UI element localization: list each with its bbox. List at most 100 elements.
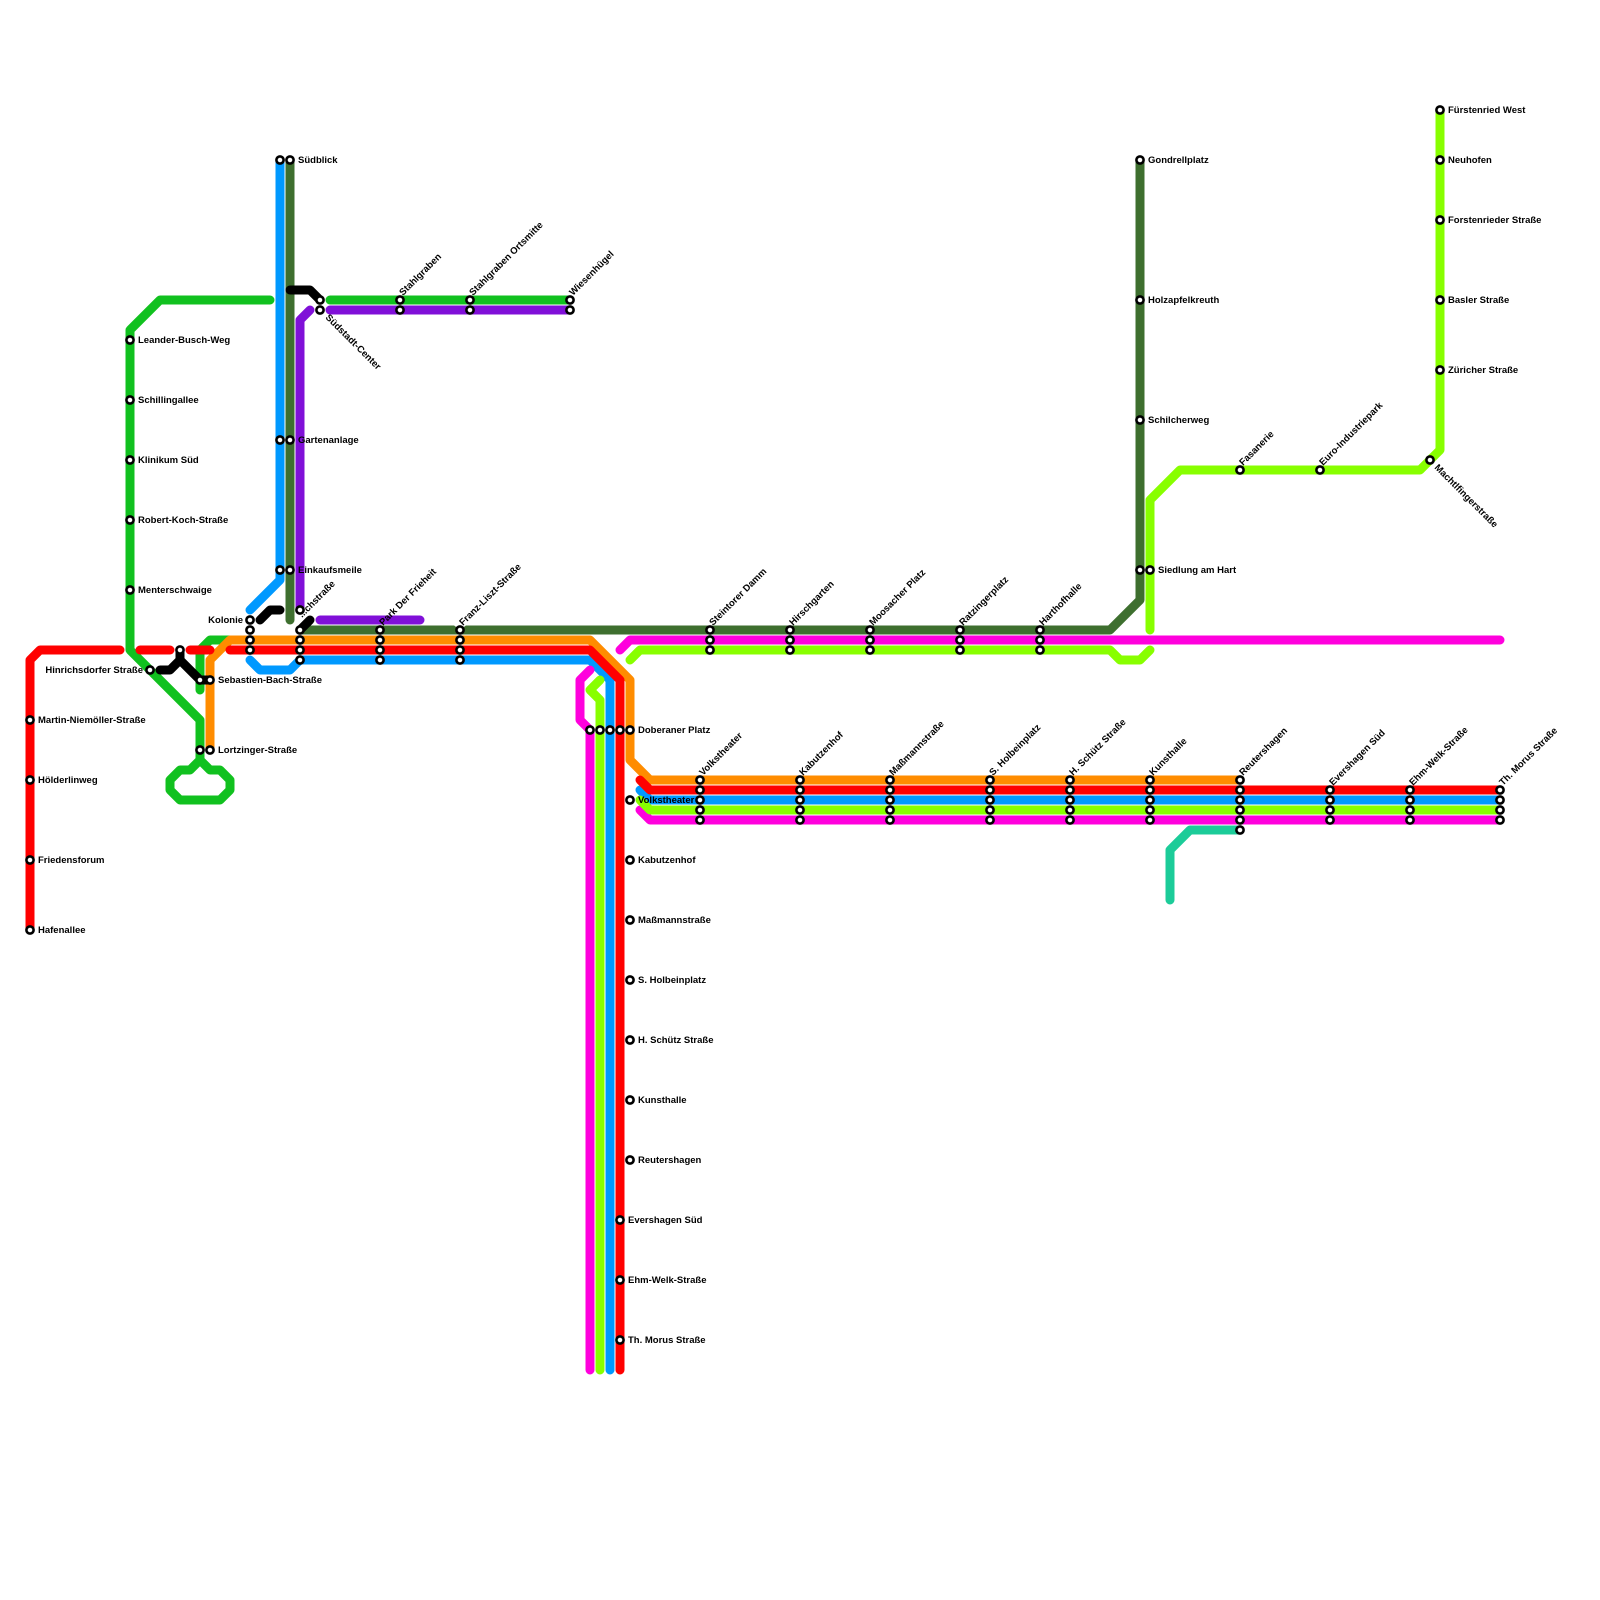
label-th-morus-straße: Th. Morus Straße (628, 1335, 706, 1346)
station-reutershagen (1235, 825, 1245, 835)
label-einkaufsmeile: Einkaufsmeile (298, 565, 362, 576)
station-menterschwaige (125, 585, 135, 595)
station-volkstheater (625, 795, 635, 805)
label-maßmannstraße: Maßmannstraße (638, 915, 711, 926)
station-basler-straße (1435, 295, 1445, 305)
station-doberaner-platz (605, 725, 615, 735)
station-evershagen-süd (1325, 785, 1335, 795)
label-südblick: Südblick (298, 155, 338, 166)
station-ratzingerplatz (955, 625, 965, 635)
station-chstraße (295, 635, 305, 645)
station-leander-busch-weg (125, 335, 135, 345)
station-kabutzenhof (795, 805, 805, 815)
line-magenta-main (615, 635, 1505, 655)
line-teal (1165, 825, 1245, 905)
station-südstadt-center (315, 305, 325, 315)
station-hafenallee (25, 925, 35, 935)
station-s-holbeinplatz (985, 785, 995, 795)
station-maßmannstraße (885, 775, 895, 785)
station-stahlgraben (395, 295, 405, 305)
label-hinrichsdorfer-straße: Hinrichsdorfer Straße (45, 665, 143, 676)
label-sebastien-bach-straße: Sebastien-Bach-Straße (218, 675, 322, 686)
station-hirschgarten (785, 645, 795, 655)
station-neuhofen (1435, 155, 1445, 165)
station-kabutzenhof (625, 855, 635, 865)
station-hinrichsdorfer-straße (145, 665, 155, 675)
label-neuhofen: Neuhofen (1448, 155, 1492, 166)
station-reutershagen (1235, 795, 1245, 805)
route-lines (25, 105, 1505, 1375)
station-maßmannstraße (885, 805, 895, 815)
station-züricher-straße (1435, 365, 1445, 375)
line-lime-branch (1145, 105, 1445, 635)
station-stahlgraben-ortsmitte (465, 295, 475, 305)
station-volkstheater (695, 815, 705, 825)
station-gartenanlage (275, 435, 285, 445)
station-th-morus-straße (1495, 795, 1505, 805)
station-ehm-welk-straße (1405, 795, 1415, 805)
station-chstraße (295, 655, 305, 665)
station-park-der-frieheit (375, 655, 385, 665)
station-volkstheater (695, 775, 705, 785)
station-siedlung-am-hart (1135, 565, 1145, 575)
label-schilcherweg: Schilcherweg (1148, 415, 1209, 426)
line-black-kolonie (255, 605, 285, 625)
label-leander-busch-weg: Leander-Busch-Weg (138, 335, 230, 346)
station-reutershagen (1235, 775, 1245, 785)
station-lortzinger-straße (195, 745, 205, 755)
station-südblick (275, 155, 285, 165)
station-reutershagen (1235, 805, 1245, 815)
station-h-schütz-straße (1065, 815, 1075, 825)
station-doberaner-platz (615, 725, 625, 735)
line-lime-east (635, 795, 1505, 815)
station-ehm-welk-straße (1405, 785, 1415, 795)
station-h-schütz-straße (1065, 805, 1075, 815)
station-kunsthalle (1145, 815, 1155, 825)
station-gondrellplatz (1135, 155, 1145, 165)
label-schillingallee: Schillingallee (138, 395, 199, 406)
station-schillingallee (125, 395, 135, 405)
label-fürstenried-west: Fürstenried West (1448, 105, 1526, 116)
station-doberaner-platz (595, 725, 605, 735)
station-ehm-welk-straße (615, 1275, 625, 1285)
line-green-north (125, 295, 275, 765)
station-th-morus-straße (615, 1335, 625, 1345)
label-lortzinger-straße: Lortzinger-Straße (218, 745, 297, 756)
station-fürstenried-west (1435, 105, 1445, 115)
station-stahlgraben-ortsmitte (465, 305, 475, 315)
station-chstraße (295, 625, 305, 635)
station-holzapfelkreuth (1135, 295, 1145, 305)
station-park-der-frieheit (375, 645, 385, 655)
label-doberaner-platz: Doberaner Platz (638, 725, 711, 736)
station-moosacher-platz (865, 625, 875, 635)
station-h-schütz-straße (625, 1035, 635, 1045)
station-schilcherweg (1135, 415, 1145, 425)
station-kabutzenhof (795, 785, 805, 795)
station-kabutzenhof (795, 795, 805, 805)
station-kabutzenhof (795, 775, 805, 785)
station-h-schütz-straße (1065, 785, 1075, 795)
label-züricher-straße: Züricher Straße (1448, 365, 1518, 376)
station-maßmannstraße (885, 785, 895, 795)
station-maßmannstraße (885, 815, 895, 825)
line-magenta-east (635, 805, 1505, 825)
station-harthofhalle (1035, 645, 1045, 655)
line-darkgreen-main (295, 155, 1145, 635)
label-martin-niemöller-straße: Martin-Niemöller-Straße (38, 715, 146, 726)
line-lime-vertical (585, 675, 605, 1375)
station-hirschgarten (785, 625, 795, 635)
station-evershagen-süd (1325, 815, 1335, 825)
stations (25, 105, 1505, 1345)
label-hölderlinweg: Hölderlinweg (38, 775, 98, 786)
label-klinikum-süd: Klinikum Süd (138, 455, 199, 466)
station-moosacher-platz (865, 645, 875, 655)
station-sebastien-bach-straße (195, 675, 205, 685)
line-magenta-vertical (575, 665, 595, 1375)
station-martin-niemöller-straße (25, 715, 35, 725)
station-fasanerie (1235, 465, 1245, 475)
station-kunsthalle (1145, 805, 1155, 815)
station-evershagen-süd (1325, 795, 1335, 805)
station-gartenanlage (285, 435, 295, 445)
station-euro-industriepark (1315, 465, 1325, 475)
label-kolonie: Kolonie (208, 615, 243, 626)
